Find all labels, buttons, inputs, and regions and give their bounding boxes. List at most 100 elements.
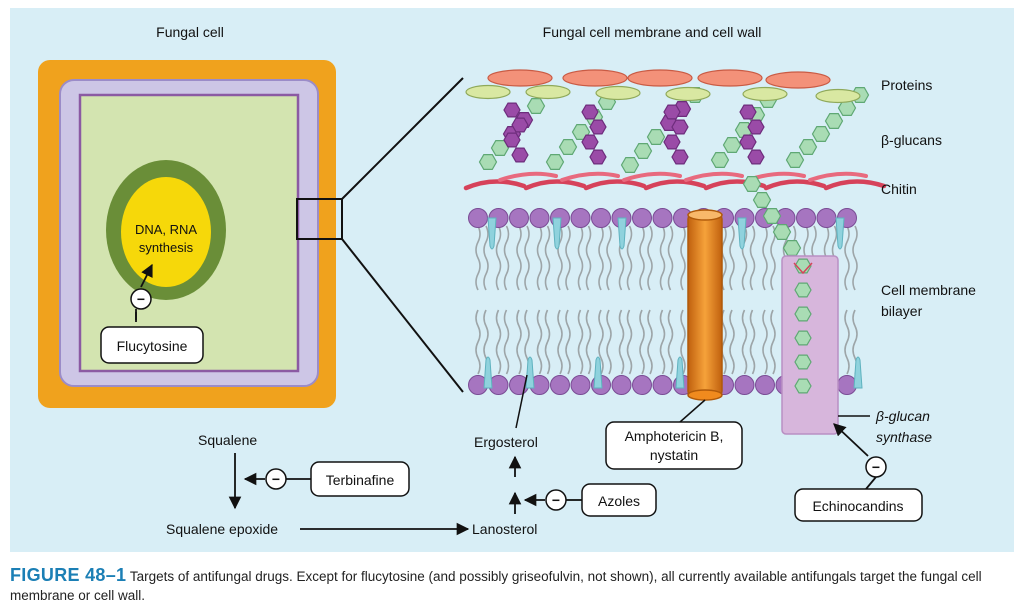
chitin-fiber bbox=[523, 179, 587, 191]
lipid-head bbox=[509, 208, 529, 228]
glucan-unit bbox=[747, 149, 765, 165]
chitin-fiber bbox=[583, 179, 647, 191]
ergosterol-molecule bbox=[593, 356, 603, 389]
svg-text:−: − bbox=[272, 471, 280, 487]
lipid-tail bbox=[495, 225, 502, 291]
glucan-unit bbox=[503, 132, 521, 148]
glucan-unit bbox=[794, 306, 812, 322]
echinocandins-inhibition: − Echinocandins bbox=[794, 423, 923, 522]
lipid-tail bbox=[762, 309, 768, 375]
flucytosine-inhibition: − Flucytosine bbox=[100, 263, 204, 364]
lipid-head bbox=[550, 375, 570, 395]
glucan-unit bbox=[739, 104, 757, 120]
figure-caption: FIGURE 48–1 Targets of antifungal drugs.… bbox=[10, 566, 1014, 605]
zoom-box bbox=[296, 198, 343, 240]
lipid-head bbox=[632, 208, 652, 228]
lipid-tail bbox=[585, 225, 592, 291]
lipid-head bbox=[652, 375, 673, 395]
amphotericin-label-line1: Amphotericin B, bbox=[625, 428, 724, 444]
lipid-tail bbox=[762, 225, 768, 291]
glucan-unit bbox=[794, 282, 812, 298]
wall-protein bbox=[487, 69, 553, 87]
glucan-unit bbox=[742, 176, 762, 192]
chitin-fiber bbox=[498, 171, 558, 182]
glucan-unit bbox=[633, 143, 653, 159]
glucan-unit bbox=[794, 354, 812, 370]
lipid-head bbox=[816, 208, 837, 228]
lipid-tail bbox=[524, 225, 530, 291]
lipid-tail bbox=[606, 225, 612, 291]
lipid-tail bbox=[544, 225, 551, 291]
flucytosine-label: Flucytosine bbox=[117, 338, 188, 354]
chitin-fiber bbox=[763, 179, 827, 191]
lipid-tail bbox=[741, 225, 748, 291]
lipid-tail bbox=[770, 309, 776, 375]
lipid-tail bbox=[659, 225, 666, 291]
chitin-fiber bbox=[560, 171, 620, 182]
glucan-unit bbox=[785, 152, 805, 168]
glucan-unit bbox=[739, 134, 757, 150]
lipid-tail bbox=[598, 309, 604, 375]
proteins-label: Proteins bbox=[881, 77, 932, 93]
lipid-tail bbox=[749, 225, 756, 291]
lipid-tail bbox=[667, 225, 674, 291]
glucan-unit bbox=[545, 154, 565, 170]
lipid-tail bbox=[495, 309, 502, 375]
caption-text: Targets of antifungal drugs. Except for … bbox=[10, 569, 982, 603]
lipid-tail bbox=[749, 309, 756, 375]
wall-protein bbox=[765, 71, 831, 89]
beta-glucan-layer bbox=[478, 86, 870, 256]
amphotericin-label-line2: nystatin bbox=[650, 447, 698, 463]
lipid-head bbox=[570, 208, 591, 228]
ergosterol-molecule bbox=[737, 217, 747, 250]
chitin-fiber bbox=[808, 171, 868, 182]
chitin-fiber bbox=[823, 179, 887, 191]
lipid-head bbox=[529, 208, 550, 228]
lipid-tail bbox=[598, 225, 604, 291]
lipid-tail bbox=[585, 309, 592, 375]
membrane-wall-title: Fungal cell membrane and cell wall bbox=[543, 24, 762, 40]
azoles-label: Azoles bbox=[598, 493, 640, 509]
chitin-fiber bbox=[643, 179, 707, 191]
lipid-head bbox=[652, 208, 673, 228]
glucan-unit bbox=[794, 330, 812, 346]
glucan-unit bbox=[663, 104, 681, 120]
lipid-tail bbox=[741, 309, 748, 375]
beta-glucans-label: β-glucans bbox=[881, 132, 942, 148]
lipid-tail bbox=[680, 225, 686, 291]
ergosterol-molecule bbox=[835, 217, 845, 250]
protein-layer bbox=[465, 69, 861, 104]
nucleus-label-line2: synthesis bbox=[139, 240, 194, 255]
fungal-cell-title: Fungal cell bbox=[156, 24, 224, 40]
ergosterol-molecule bbox=[853, 356, 863, 389]
membrane-label-line1: Cell membrane bbox=[881, 282, 976, 298]
lanosterol-label: Lanosterol bbox=[472, 521, 537, 537]
amphotericin-pore bbox=[687, 209, 723, 401]
lipid-tail bbox=[626, 309, 633, 375]
echinocandins-label: Echinocandins bbox=[812, 498, 903, 514]
lipid-tail bbox=[626, 225, 633, 291]
glucan-unit bbox=[663, 134, 681, 150]
lipid-tail bbox=[536, 309, 543, 375]
wall-protein bbox=[627, 69, 693, 87]
lipid-tail bbox=[557, 309, 563, 375]
chitin-layer bbox=[463, 171, 887, 191]
lipid-tail bbox=[680, 309, 686, 375]
glucan-unit bbox=[581, 104, 599, 120]
lipid-tail bbox=[639, 309, 645, 375]
inhibit-symbol-flucytosine bbox=[130, 288, 152, 310]
lipid-tail bbox=[639, 225, 645, 291]
glucan-unit bbox=[762, 208, 782, 224]
wall-protein bbox=[525, 84, 571, 100]
glucan-unit bbox=[620, 157, 640, 173]
glucan-unit bbox=[794, 378, 812, 394]
lipid-tail bbox=[475, 225, 481, 291]
lipid-head bbox=[796, 208, 816, 228]
glucan-unit bbox=[798, 139, 818, 155]
chitin-fiber bbox=[622, 171, 682, 182]
glucan-unit bbox=[752, 192, 772, 208]
glucan-unit bbox=[511, 147, 529, 163]
terbinafine-inhibition: − Terbinafine bbox=[243, 461, 410, 497]
synthase-label-line1: β-glucan bbox=[875, 408, 930, 424]
